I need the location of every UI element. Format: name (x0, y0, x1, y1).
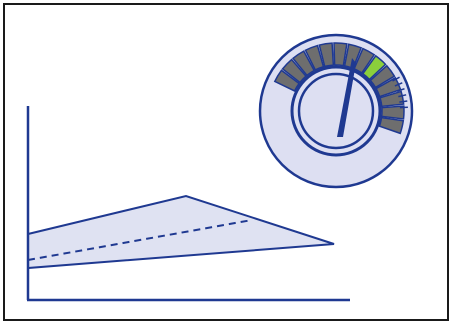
dial-tick-mark (398, 94, 407, 98)
dial-segment-active (361, 54, 387, 81)
dial-segment (318, 42, 335, 68)
dial-segment (281, 58, 308, 84)
dial-tick-mark (394, 82, 403, 87)
dial-segment (378, 116, 405, 135)
dial-needle-indicator (337, 58, 356, 137)
dial-tick-mark (399, 100, 408, 103)
dial-segment (380, 105, 405, 120)
graph-wedge-shape (27, 194, 335, 270)
dial-segment (291, 50, 316, 77)
dial-segment (304, 44, 325, 71)
wedge-graph-icon (26, 106, 350, 302)
dial-segment (273, 69, 301, 92)
dial-tick-mark (392, 76, 400, 82)
dial-segment-ring (273, 42, 408, 135)
dial-tick-mark (396, 88, 405, 92)
dial-knob-inner (297, 72, 375, 150)
frame-border (3, 3, 449, 321)
dial-segment (375, 76, 402, 98)
rotary-dial-icon (258, 33, 414, 189)
dial-segment (369, 64, 396, 89)
dial-segment (333, 42, 348, 67)
graph-dashed-line (27, 219, 253, 261)
